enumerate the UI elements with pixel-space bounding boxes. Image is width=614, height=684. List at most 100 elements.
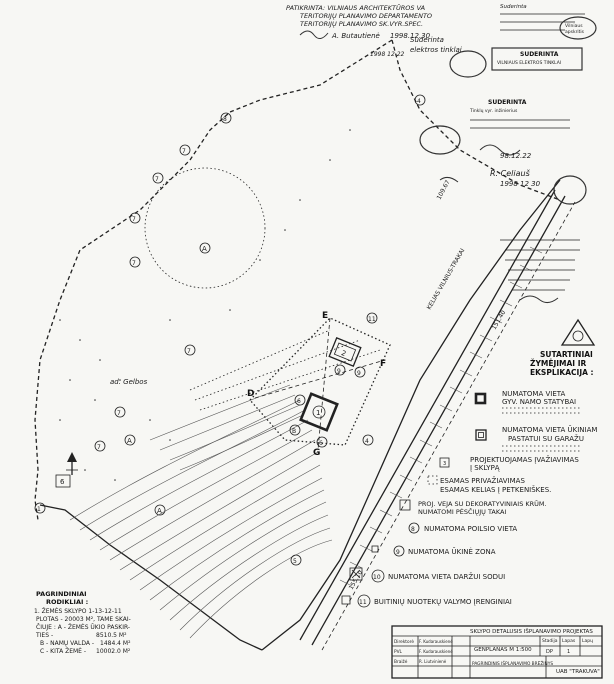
top-right-stamp: Suderinta Vilniaus apskritis	[500, 4, 597, 40]
svg-text:A: A	[157, 507, 162, 515]
left-marker-6: 6	[55, 474, 71, 488]
handwritten-annotation-right	[500, 239, 580, 304]
svg-text:GYV. NAMO STATYBAI: GYV. NAMO STATYBAI	[502, 398, 576, 406]
dim-label-1: 151.40	[491, 309, 508, 331]
north-arrow-icon	[66, 452, 78, 475]
svg-text:9: 9	[357, 370, 361, 377]
svg-text:Į SKLYPĄ: Į SKLYPĄ	[470, 464, 500, 472]
svg-text:98.12.22: 98.12.22	[500, 152, 532, 160]
svg-text:PROJ. VEJA SU DEKORATYVINIAIS: PROJ. VEJA SU DEKORATYVINIAIS KRŪM.	[418, 499, 547, 508]
svg-text:TIES -: TIES -	[35, 632, 53, 639]
lake-label: ad. Gelbos	[110, 378, 148, 386]
zone-a-marker-2: A	[124, 434, 136, 446]
svg-text:1998 12 22: 1998 12 22	[370, 51, 405, 58]
svg-text:Vilniaus: Vilniaus	[565, 23, 583, 29]
house-number-marker	[312, 405, 326, 419]
svg-text:UAB "TRAKUVA": UAB "TRAKUVA"	[556, 669, 600, 675]
svg-text:RODIKLIAI :: RODIKLIAI :	[46, 598, 88, 606]
svg-text:EKSPLIKACIJA :: EKSPLIKACIJA :	[530, 368, 594, 377]
svg-text:DP: DP	[546, 649, 553, 655]
svg-text:1: 1	[37, 506, 41, 513]
auxiliary-building: 2	[328, 337, 362, 367]
svg-text:7: 7	[132, 260, 136, 267]
main-indicators: PAGRINDINIAI RODIKLIAI : 1. ŽEMĖS SKLYPO…	[34, 590, 131, 655]
point-d-label: D	[247, 389, 254, 399]
svg-text:NUMATOMA ŪKINĖ ZONA: NUMATOMA ŪKINĖ ZONA	[408, 547, 496, 556]
svg-text:NUMATOMA VIETA ŪKINIAM: NUMATOMA VIETA ŪKINIAM	[502, 425, 597, 434]
legend-symbol-sewage	[341, 595, 351, 605]
svg-text:Suderinta: Suderinta	[500, 4, 527, 10]
svg-text:10002.0 M²: 10002.0 M²	[96, 648, 131, 655]
svg-text:6: 6	[297, 398, 301, 405]
grid-lines	[189, 329, 381, 411]
svg-text:SUDERINTA: SUDERINTA	[488, 99, 527, 106]
road-kelias: KELIAS VILNIUS-TRAKAI	[299, 189, 576, 651]
legend-symbol-garden	[349, 567, 363, 581]
svg-text:1: 1	[567, 649, 570, 655]
svg-text:PAGRINDINIS IŠPLANAVIMO BRĖŽIN: PAGRINDINIS IŠPLANAVIMO BRĖŽINYS	[472, 659, 553, 667]
svg-text:NUMATOMA VIETA: NUMATOMA VIETA	[502, 390, 565, 398]
svg-text:TERITORIJŲ PLANAVIMO DEPARTAME: TERITORIJŲ PLANAVIMO DEPARTAMENTO	[300, 12, 432, 20]
line-e-g	[317, 317, 331, 451]
svg-text:VILNIAUS ELEKTROS TINKLAI: VILNIAUS ELEKTROS TINKLAI	[497, 60, 561, 66]
point-f-label: F	[380, 359, 386, 369]
approval-header: PATIKRINTA: VILNIAUS ARCHITEKTŪROS VA TE…	[286, 3, 432, 40]
svg-text:PVL: PVL	[394, 649, 403, 655]
svg-text:ČIUJE : A - ŽEMĖS ŪKIO PASKIR-: ČIUJE : A - ŽEMĖS ŪKIO PASKIR-	[36, 623, 130, 631]
legend-symbol-house	[474, 392, 487, 405]
zone-a-marker: A	[199, 242, 211, 254]
svg-text:7: 7	[182, 148, 186, 155]
house-footprint	[299, 392, 339, 432]
svg-text:Lapų: Lapų	[582, 638, 593, 644]
svg-text:Stadija: Stadija	[542, 638, 558, 644]
svg-text:A: A	[127, 437, 132, 445]
legend: SUTARTINIAI ŽYMĖJIMAI IR EKSPLIKACIJA : …	[341, 350, 597, 608]
svg-text:11: 11	[368, 316, 376, 323]
survey-triangle-icon	[560, 318, 596, 346]
svg-text:8: 8	[411, 526, 415, 533]
svg-text:Braižė: Braižė	[394, 658, 408, 665]
site-boundary	[34, 39, 393, 521]
svg-text:8: 8	[223, 116, 227, 123]
line-d-f	[254, 359, 386, 399]
dim-label-3: 109.67	[436, 179, 452, 201]
svg-text:Tinklų vyr. inžinierius: Tinklų vyr. inžinierius	[469, 107, 518, 114]
svg-text:NUMATOMA POILSIO VIETA: NUMATOMA POILSIO VIETA	[424, 525, 517, 533]
zone-a-marker-3: A	[154, 504, 166, 516]
svg-text:Lapas: Lapas	[562, 638, 576, 644]
legend-symbol-rest-area	[408, 522, 420, 534]
suderinta-stamp-2: SUDERINTA Tinklų vyr. inžinierius 98.12.…	[419, 99, 587, 205]
contour-lines	[69, 384, 333, 639]
svg-text:11: 11	[359, 599, 367, 606]
svg-text:NUMATOMI PĖSČIŲJŲ TAKAI: NUMATOMI PĖSČIŲJŲ TAKAI	[418, 507, 506, 516]
svg-text:PATIKRINTA: VILNIAUS ARCHITEKT: PATIKRINTA: VILNIAUS ARCHITEKTŪROS VA	[286, 3, 425, 12]
svg-text:F. Kudarauskienė: F. Kudarauskienė	[419, 639, 453, 644]
point-e-label: E	[322, 311, 328, 321]
svg-text:SUDERINTA: SUDERINTA	[520, 51, 559, 58]
svg-text:PLOTAS - 20003 M², TAME SKAI-: PLOTAS - 20003 M², TAME SKAI-	[36, 616, 131, 623]
svg-text:3: 3	[443, 461, 446, 467]
svg-text:PAGRINDINIAI: PAGRINDINIAI	[36, 590, 87, 598]
suderinta-stamp-1: SUDERINTA VILNIAUS ELEKTROS TINKLAI	[449, 47, 583, 78]
legend-symbol-aux-building	[475, 429, 487, 441]
svg-text:1998.12.30: 1998.12.30	[390, 32, 431, 40]
site-boundary-west	[39, 504, 263, 651]
svg-text:9: 9	[337, 368, 341, 375]
svg-text:4: 4	[365, 438, 369, 445]
svg-text:7: 7	[117, 410, 121, 417]
boundary-markers: 8 7 7 7 7 7 7 7 4 1	[34, 94, 426, 514]
svg-text:10: 10	[373, 574, 381, 581]
svg-text:6: 6	[319, 440, 323, 447]
svg-text:C - KITA ŽEMĖ -: C - KITA ŽEMĖ -	[40, 647, 86, 655]
legend-symbol-access-road	[427, 475, 438, 485]
svg-text:7: 7	[155, 176, 159, 183]
svg-text:KELIAS VILNIUS-TRAKAI: KELIAS VILNIUS-TRAKAI	[426, 247, 467, 311]
svg-text:5: 5	[293, 558, 297, 565]
svg-text:R. Liutvinienė: R. Liutvinienė	[419, 659, 447, 664]
svg-text:R. Celiauš: R. Celiauš	[490, 168, 531, 178]
house-number: 1	[316, 409, 320, 417]
svg-text:SUTARTINIAI: SUTARTINIAI	[540, 350, 593, 359]
svg-text:4: 4	[417, 98, 421, 105]
